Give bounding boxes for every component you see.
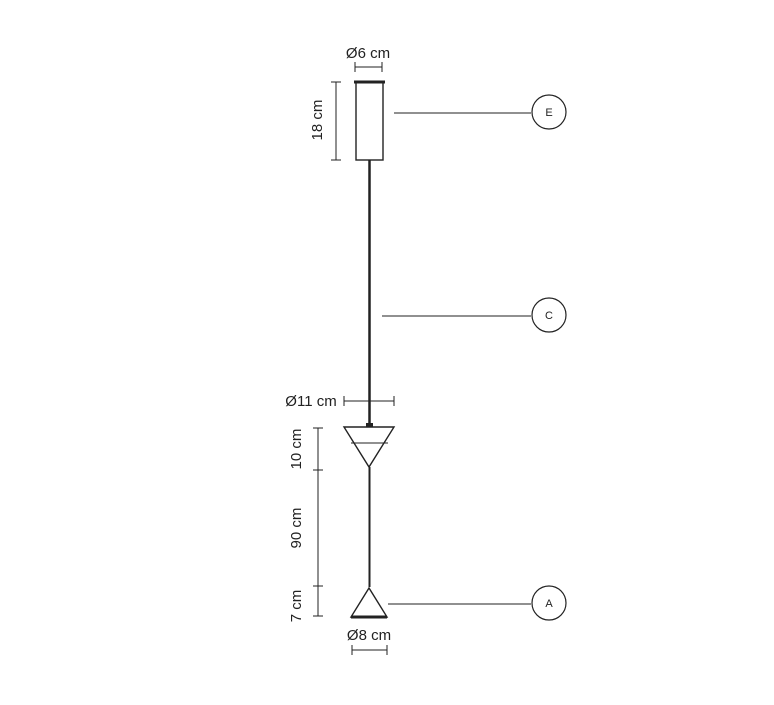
callout-a: A [388, 585, 567, 621]
canopy-body [355, 81, 384, 161]
callout-c-label: C [545, 310, 553, 322]
canopy-height-label: 18 cm [309, 100, 326, 141]
callout-c: C [382, 297, 567, 333]
upper-cone-diameter-dimension: Ø11 cm [285, 393, 395, 410]
canopy-height-dimension: 18 cm [309, 81, 341, 161]
callout-a-label: A [545, 598, 553, 610]
upper-cone-diameter-label: Ø11 cm [285, 393, 336, 410]
upper-cone-connector [366, 423, 373, 427]
canopy-diameter-dimension: Ø6 cm [346, 45, 390, 72]
lower-cone-diameter-dimension: Ø8 cm [347, 627, 391, 655]
lower-cone [349, 586, 389, 619]
lower-cone-diameter-label: Ø8 cm [347, 627, 391, 644]
vertical-dimension-chain: 10 cm 90 cm 7 cm [288, 427, 323, 623]
lower-cone-height-label: 7 cm [288, 590, 305, 623]
upper-cone-shade [342, 426, 396, 469]
callout-e-circle [531, 94, 567, 130]
callout-e-label: E [545, 107, 552, 119]
upper-cone-height-label: 10 cm [288, 429, 305, 470]
upper-cone [342, 423, 396, 469]
callout-c-circle [531, 297, 567, 333]
spacing-label: 90 cm [288, 508, 305, 549]
canopy-diameter-label: Ø6 cm [346, 45, 390, 62]
callout-a-circle [531, 585, 567, 621]
lower-cone-shade [349, 586, 389, 618]
callout-e: E [394, 94, 567, 130]
canopy [354, 80, 385, 161]
